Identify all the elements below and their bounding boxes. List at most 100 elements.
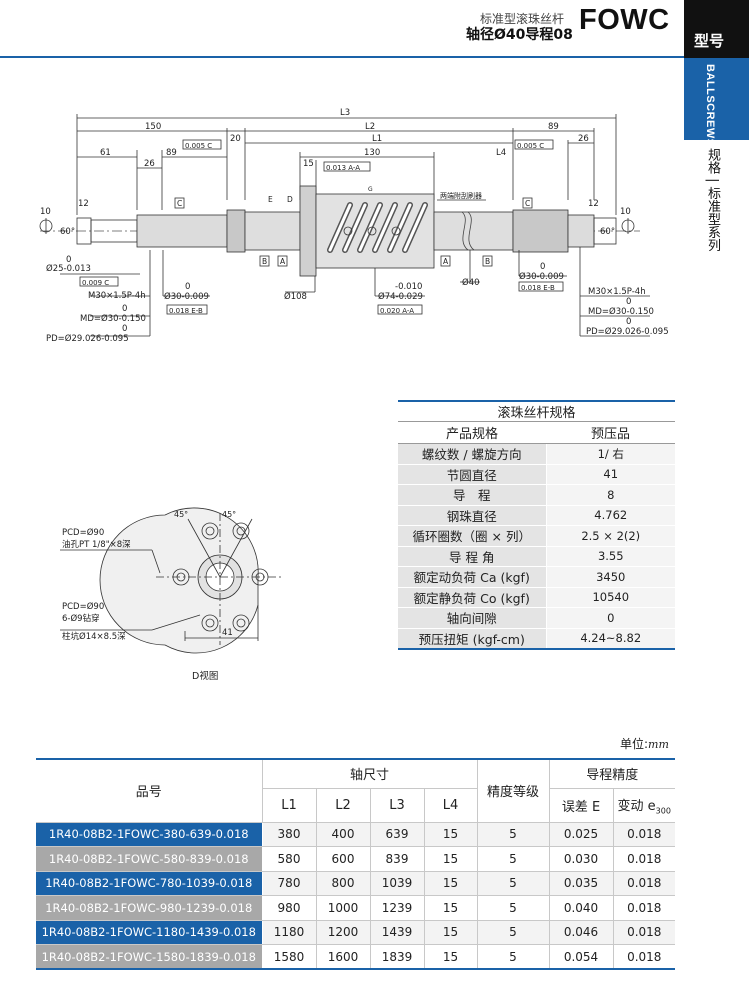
datum-c-left: C (177, 199, 182, 208)
cell-grade: 5 (477, 944, 550, 970)
oil-hole-label: 油孔PT 1/8"×8深 (62, 539, 131, 550)
tol-minus-0010: -0.010 (395, 282, 422, 292)
mount-holes-label: 6-Ø9钻穿 (62, 613, 100, 624)
cell-variation: 0.018 (613, 920, 675, 945)
col-shaft-dims: 轴尺寸 (262, 758, 478, 789)
col-lead-accuracy: 导程精度 (549, 758, 675, 789)
header-title: 轴径Ø40导程08 (466, 27, 573, 43)
angle-45-right: 45° (222, 510, 236, 519)
spec-key: 额定动负荷 Ca (kgf) (398, 566, 547, 588)
side-tab-model-label: 型号 (694, 32, 725, 50)
side-tab-brand-label: BALLSCREWS (704, 64, 716, 147)
part-number: 1R40-08B2-1FOWC-580-839-0.018 (36, 846, 263, 872)
dia-74: Ø74-0.029 (378, 291, 423, 302)
cell-l1: 980 (262, 895, 317, 921)
cell-variation: 0.018 (613, 895, 675, 921)
tol-zero-e: 0 (540, 262, 545, 272)
cell-variation: 0.018 (613, 944, 675, 970)
spec-key: 节圆直径 (398, 464, 547, 485)
header-rule (0, 56, 684, 58)
col-variation-e300: 变动 e300 (613, 788, 675, 823)
cell-l3: 1439 (370, 920, 425, 945)
part-number: 1R40-08B2-1FOWC-780-1039-0.018 (36, 871, 263, 896)
table-row: 1R40-08B2-1FOWC-980-1239-0.018 980 1000 … (36, 895, 675, 921)
table-row: 1R40-08B2-1FOWC-580-839-0.018 580 600 83… (36, 846, 675, 872)
cell-l1: 1180 (262, 920, 317, 945)
cell-l4: 15 (424, 944, 478, 970)
cell-l1: 780 (262, 871, 317, 896)
cell-grade: 5 (477, 895, 550, 921)
spec-head-value: 预压品 (546, 421, 675, 444)
flange-d-view: 45° 45° PCD=Ø90 油孔PT 1/8"×8深 PCD=Ø90 6-Ø… (60, 507, 284, 682)
datum-b-left: B (262, 257, 267, 266)
spec-key: 循环圈数（圈 × 列） (398, 525, 547, 547)
datum-c-right: C (525, 199, 530, 208)
counterbore-label: 柱坑Ø14×8.5深 (62, 631, 126, 642)
datum-a-left: A (280, 257, 286, 266)
dim-12-left: 12 (78, 199, 89, 209)
thread-left: M30×1.5P-4h (88, 291, 146, 301)
col-variation-label: 变动 e (617, 798, 656, 814)
tol-nut-runout: 0.013 A-A (326, 164, 360, 172)
dim-10-left: 10 (40, 207, 51, 217)
pd-right: PD=Ø29.026-0.095 (586, 326, 669, 337)
model-dimension-table: 品号 轴尺寸 精度等级 导程精度 L1 L2 L3 L4 误差 E 变动 e30… (36, 758, 675, 970)
md-right: MD=Ø30-0.150 (588, 306, 654, 317)
tol-right-bearing: 0.018 E-B (521, 284, 555, 292)
spec-value: 0 (546, 607, 675, 629)
cell-grade: 5 (477, 920, 550, 945)
ref-e-left: E (268, 195, 273, 204)
unit-value: mm (648, 738, 669, 751)
col-l2: L2 (316, 788, 371, 823)
cell-variation: 0.018 (613, 871, 675, 896)
tol-zero-b: 0 (122, 304, 127, 314)
tol-flange: 0.020 A-A (380, 307, 414, 315)
part-number: 1R40-08B2-1FOWC-1180-1439-0.018 (36, 920, 263, 945)
model-code: FOWC (579, 4, 670, 36)
width-41: 41 (222, 628, 233, 638)
cell-l1: 1580 (262, 944, 317, 970)
cell-l3: 1239 (370, 895, 425, 921)
spec-key: 额定静负荷 Co (kgf) (398, 587, 547, 608)
cell-l1: 380 (262, 822, 317, 847)
cell-error: 0.035 (549, 871, 614, 896)
spec-value: 3.55 (546, 546, 675, 567)
d-view-title: D视图 (192, 670, 218, 682)
side-tab-brand (684, 58, 749, 140)
tol-zero-c: 0 (122, 324, 127, 334)
md-left: MD=Ø30-0.150 (80, 313, 146, 324)
spec-head-key: 产品规格 (398, 421, 546, 444)
view-d-marker: D (287, 195, 293, 204)
cell-l2: 400 (316, 822, 371, 847)
dia-40: Ø40 (462, 277, 480, 288)
col-l4: L4 (424, 788, 478, 823)
cell-error: 0.025 (549, 822, 614, 847)
table-row: 1R40-08B2-1FOWC-1580-1839-0.018 1580 160… (36, 944, 675, 970)
side-tab-model (684, 0, 749, 58)
spec-value: 8 (546, 484, 675, 506)
spec-key: 钢珠直径 (398, 505, 547, 526)
cell-l2: 1200 (316, 920, 371, 945)
angle-60-left: 60° (60, 227, 75, 237)
dim-L2: L2 (365, 122, 375, 132)
spec-key: 轴向间隙 (398, 607, 547, 629)
spec-key: 导 程 角 (398, 546, 547, 567)
datum-b-right: B (485, 257, 490, 266)
spec-value: 10540 (546, 587, 675, 608)
nut-wiper-note: 两端附刮刷器 (440, 191, 482, 200)
tol-zero-d: 0 (185, 282, 190, 292)
col-variation-sub: 300 (655, 806, 671, 816)
cell-l4: 15 (424, 920, 478, 945)
thread-right: M30×1.5P-4h (588, 287, 646, 297)
angle-60-right: 60° (600, 227, 615, 237)
dim-130: 130 (364, 148, 380, 158)
cell-l4: 15 (424, 846, 478, 872)
col-part-number: 品号 (36, 758, 263, 823)
dim-20: 20 (230, 134, 241, 144)
cell-l3: 839 (370, 846, 425, 872)
cell-l2: 1600 (316, 944, 371, 970)
unit-label: 单位:mm (620, 735, 669, 752)
spec-value: 1/ 右 (546, 443, 675, 465)
cell-l4: 15 (424, 895, 478, 921)
